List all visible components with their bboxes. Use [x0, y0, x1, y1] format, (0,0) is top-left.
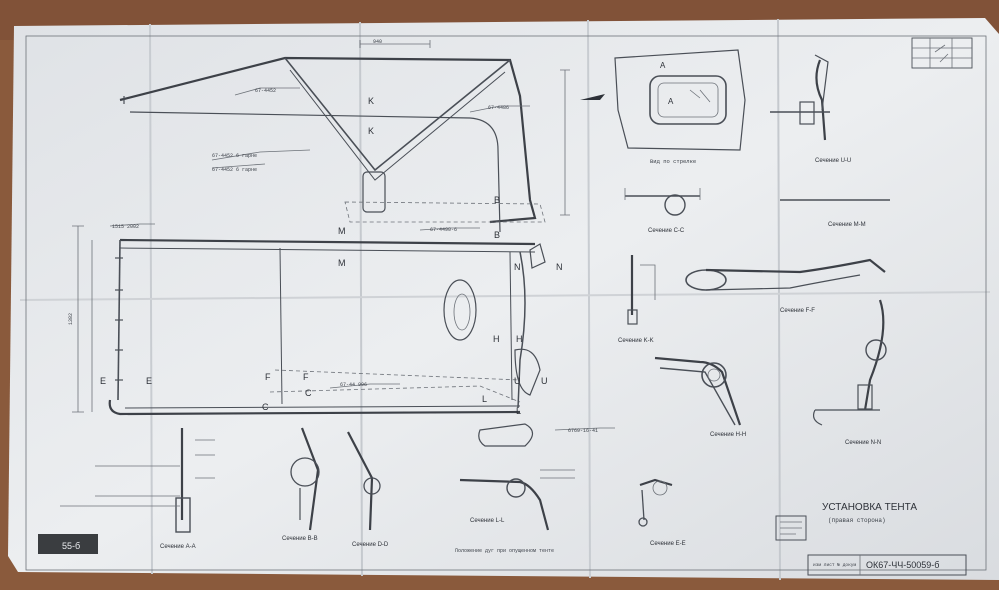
- section-marker-c: C: [262, 402, 269, 412]
- section-marker-k: K: [368, 126, 374, 136]
- section-b-b: Сечение B-B: [282, 427, 320, 542]
- section-marker-b: B: [494, 230, 500, 240]
- section-k-k: Сечение K-K: [618, 255, 656, 344]
- section-f-f: Сечение F-F: [685, 258, 886, 314]
- blueprint-sheet: [8, 18, 999, 581]
- svg-text:67-4486: 67-4486: [488, 105, 509, 111]
- title-block: изм лист № докум ОК67-ЧЧ-50059-б УСТАНОВ…: [775, 502, 967, 576]
- section-u-title: Сечение U-U: [815, 158, 851, 164]
- section-c-c: Сечение C-C: [624, 188, 701, 234]
- section-marker-l: L: [516, 406, 521, 416]
- section-k-title: Сечение K-K: [618, 338, 654, 344]
- section-marker-e: E: [146, 376, 152, 386]
- svg-text:6769-16-41: 6769-16-41: [568, 428, 598, 434]
- section-marker-a: A: [660, 61, 666, 70]
- bottom-note: Положение дуг при опущенном тенте: [455, 548, 554, 554]
- stamp: 55-б: [38, 534, 98, 554]
- section-h-h: Сечение H-H: [654, 356, 746, 438]
- section-marker-k: K: [368, 96, 374, 106]
- section-c-title: Сечение C-C: [648, 228, 685, 234]
- section-e-title: Сечение E-E: [650, 541, 686, 547]
- section-markers: K K B B M M N N H H U U E E F F C C L L: [100, 96, 563, 416]
- section-l-l: Сечение L-L Положение дуг при опущенном …: [455, 469, 575, 554]
- section-n-n: Сечение N-N: [812, 299, 887, 446]
- section-marker-h: H: [493, 334, 500, 344]
- svg-text:67-4490-6: 67-4490-6: [430, 227, 457, 233]
- svg-text:940: 940: [373, 39, 382, 45]
- svg-text:67-4452: 67-4452: [255, 88, 276, 94]
- section-l-title: Сечение L-L: [470, 518, 505, 524]
- section-marker-f: F: [303, 372, 309, 382]
- section-a-title: Сечение A-A: [160, 544, 196, 550]
- revision-table: [911, 37, 973, 69]
- section-d-title: Сечение D-D: [352, 542, 389, 548]
- document-number: ОК67-ЧЧ-50059-б: [866, 560, 939, 570]
- section-marker-h: H: [516, 334, 523, 344]
- section-h-title: Сечение H-H: [710, 432, 746, 438]
- section-b-title: Сечение B-B: [282, 536, 318, 542]
- section-marker-m: M: [338, 258, 346, 268]
- section-marker-n: N: [514, 262, 521, 272]
- drawing-subtitle: (правая сторона): [828, 517, 886, 524]
- section-marker-l: L: [482, 394, 487, 404]
- section-m-title: Сечение M-M: [828, 222, 866, 228]
- section-marker-u: U: [541, 376, 548, 386]
- section-a-a: Сечение A-A: [60, 428, 215, 550]
- section-marker-e: E: [100, 376, 106, 386]
- svg-text:1382: 1382: [68, 313, 74, 325]
- svg-text:67-44 906: 67-44 906: [340, 382, 367, 388]
- section-e-e: Сечение E-E: [638, 478, 686, 547]
- svg-text:67-4452 6 гарне: 67-4452 6 гарне: [212, 167, 257, 173]
- stamp-number: 55-б: [62, 541, 80, 551]
- svg-text:67-4452 6 гарне: 67-4452 6 гарне: [212, 153, 257, 159]
- svg-text:1515 2002: 1515 2002: [112, 224, 139, 230]
- svg-text:изм лист № докум: изм лист № докум: [813, 563, 857, 568]
- section-marker-m: M: [338, 226, 346, 236]
- section-n-title: Сечение N-N: [845, 440, 881, 446]
- section-f-title: Сечение F-F: [780, 308, 815, 314]
- section-d-d: Сечение D-D: [347, 431, 389, 548]
- view-by-arrow: A A Вид по стрелке: [614, 49, 746, 165]
- section-marker-u: U: [514, 376, 521, 386]
- drawing-title: УСТАНОВКА ТЕНТА: [822, 502, 917, 513]
- section-marker-n: N: [556, 262, 563, 272]
- section-m-m: Сечение M-M: [780, 199, 890, 228]
- section-u-u: Сечение U-U: [770, 54, 851, 164]
- section-marker-f: F: [265, 372, 271, 382]
- section-marker-b: B: [494, 195, 500, 205]
- view-by-arrow-label: Вид по стрелке: [650, 158, 696, 165]
- main-frame-view: 67-4452 67-4452 6 гарне 67-4452 6 гарне …: [68, 39, 615, 447]
- section-marker-a: A: [668, 97, 674, 106]
- section-marker-c: C: [305, 388, 312, 398]
